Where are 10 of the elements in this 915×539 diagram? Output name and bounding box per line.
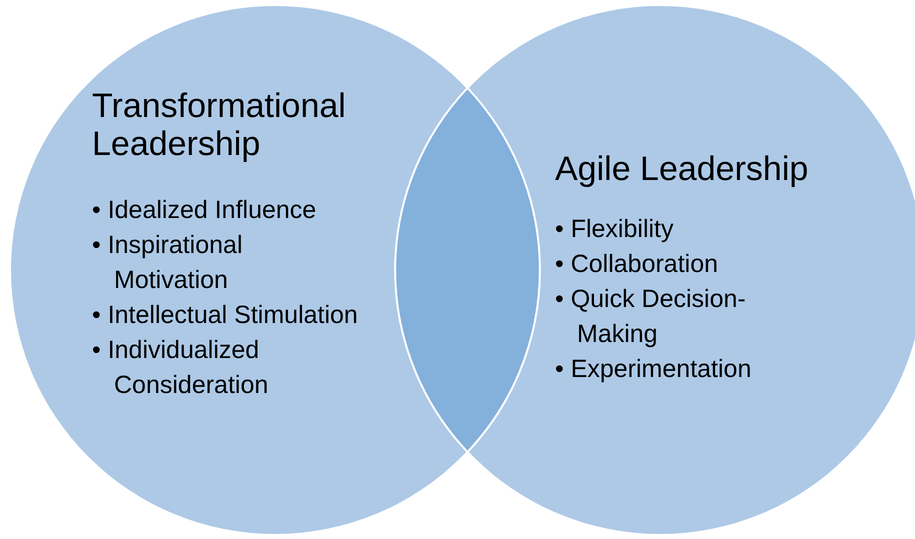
bullet-item: • Idealized Influence (92, 195, 318, 226)
circle-heading: Transformational Leadership (92, 87, 347, 163)
circle-heading: Agile Leadership (555, 150, 810, 188)
bullet-item: • Experimentation (555, 354, 752, 385)
bullet-item: • Inspirational Motivation (92, 230, 244, 296)
bullet-item: • Flexibility (555, 214, 674, 245)
bullet-item: • Collaboration (555, 249, 720, 280)
bullet-item: • Individualized Consideration (92, 335, 270, 401)
bullet-item: • Intellectual Stimulation (92, 300, 359, 331)
bullet-item: • Quick Decision-Making (555, 284, 747, 350)
